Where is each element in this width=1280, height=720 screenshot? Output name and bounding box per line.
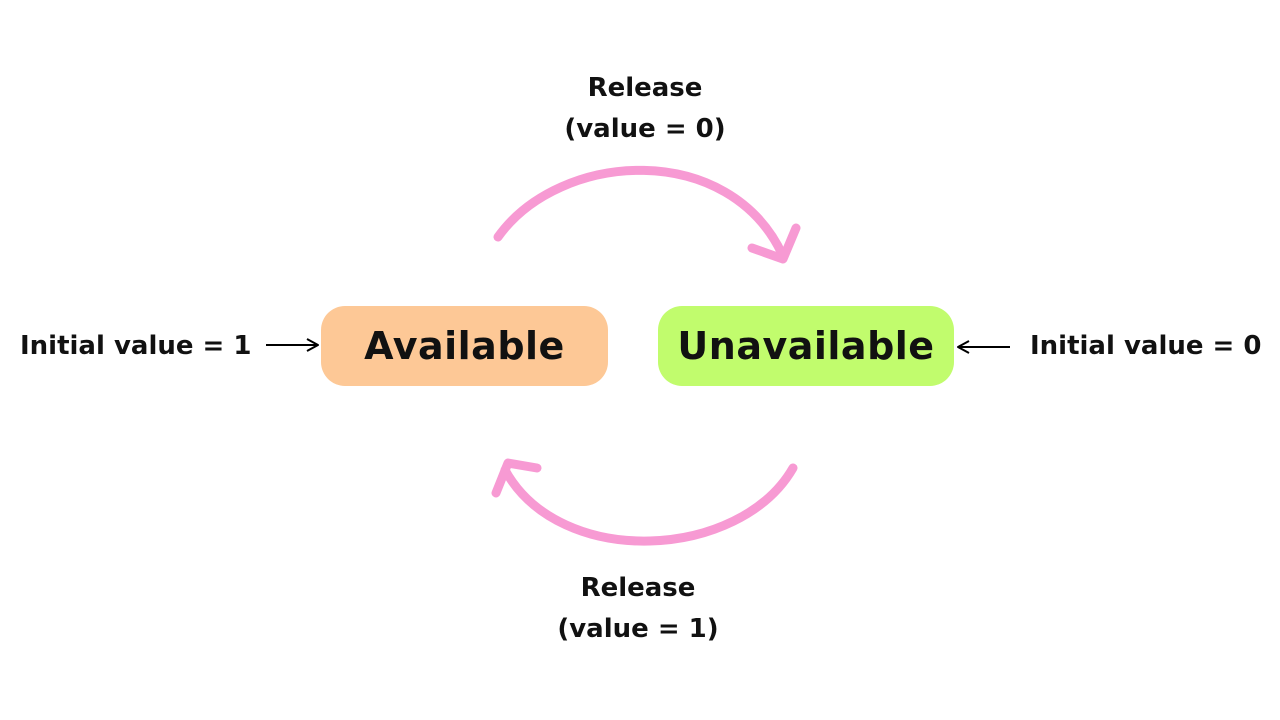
- left-initial-arrowhead: [306, 338, 319, 352]
- top-transition-line2: (value = 0): [564, 114, 726, 144]
- state-unavailable-node: Unavailable: [658, 306, 954, 386]
- top-transition-arrowhead: [747, 223, 801, 264]
- bottom-transition-line2: (value = 1): [557, 614, 719, 644]
- bottom-transition-line1: Release: [580, 573, 696, 603]
- state-available-label: Available: [364, 324, 565, 368]
- bottom-transition-arrowhead: [491, 458, 542, 498]
- state-available-node: Available: [321, 306, 608, 386]
- state-unavailable-label: Unavailable: [677, 324, 935, 368]
- initial-value-left-label: Initial value = 1: [20, 331, 252, 361]
- initial-value-right-label: Initial value = 0: [1030, 331, 1262, 361]
- top-transition-arc: [493, 165, 788, 261]
- right-initial-arrowhead: [957, 340, 970, 354]
- top-transition-label: Release (value = 0): [515, 68, 775, 150]
- bottom-transition-arc: [500, 463, 798, 546]
- top-transition-line1: Release: [587, 73, 703, 103]
- bottom-transition-label: Release (value = 1): [508, 568, 768, 650]
